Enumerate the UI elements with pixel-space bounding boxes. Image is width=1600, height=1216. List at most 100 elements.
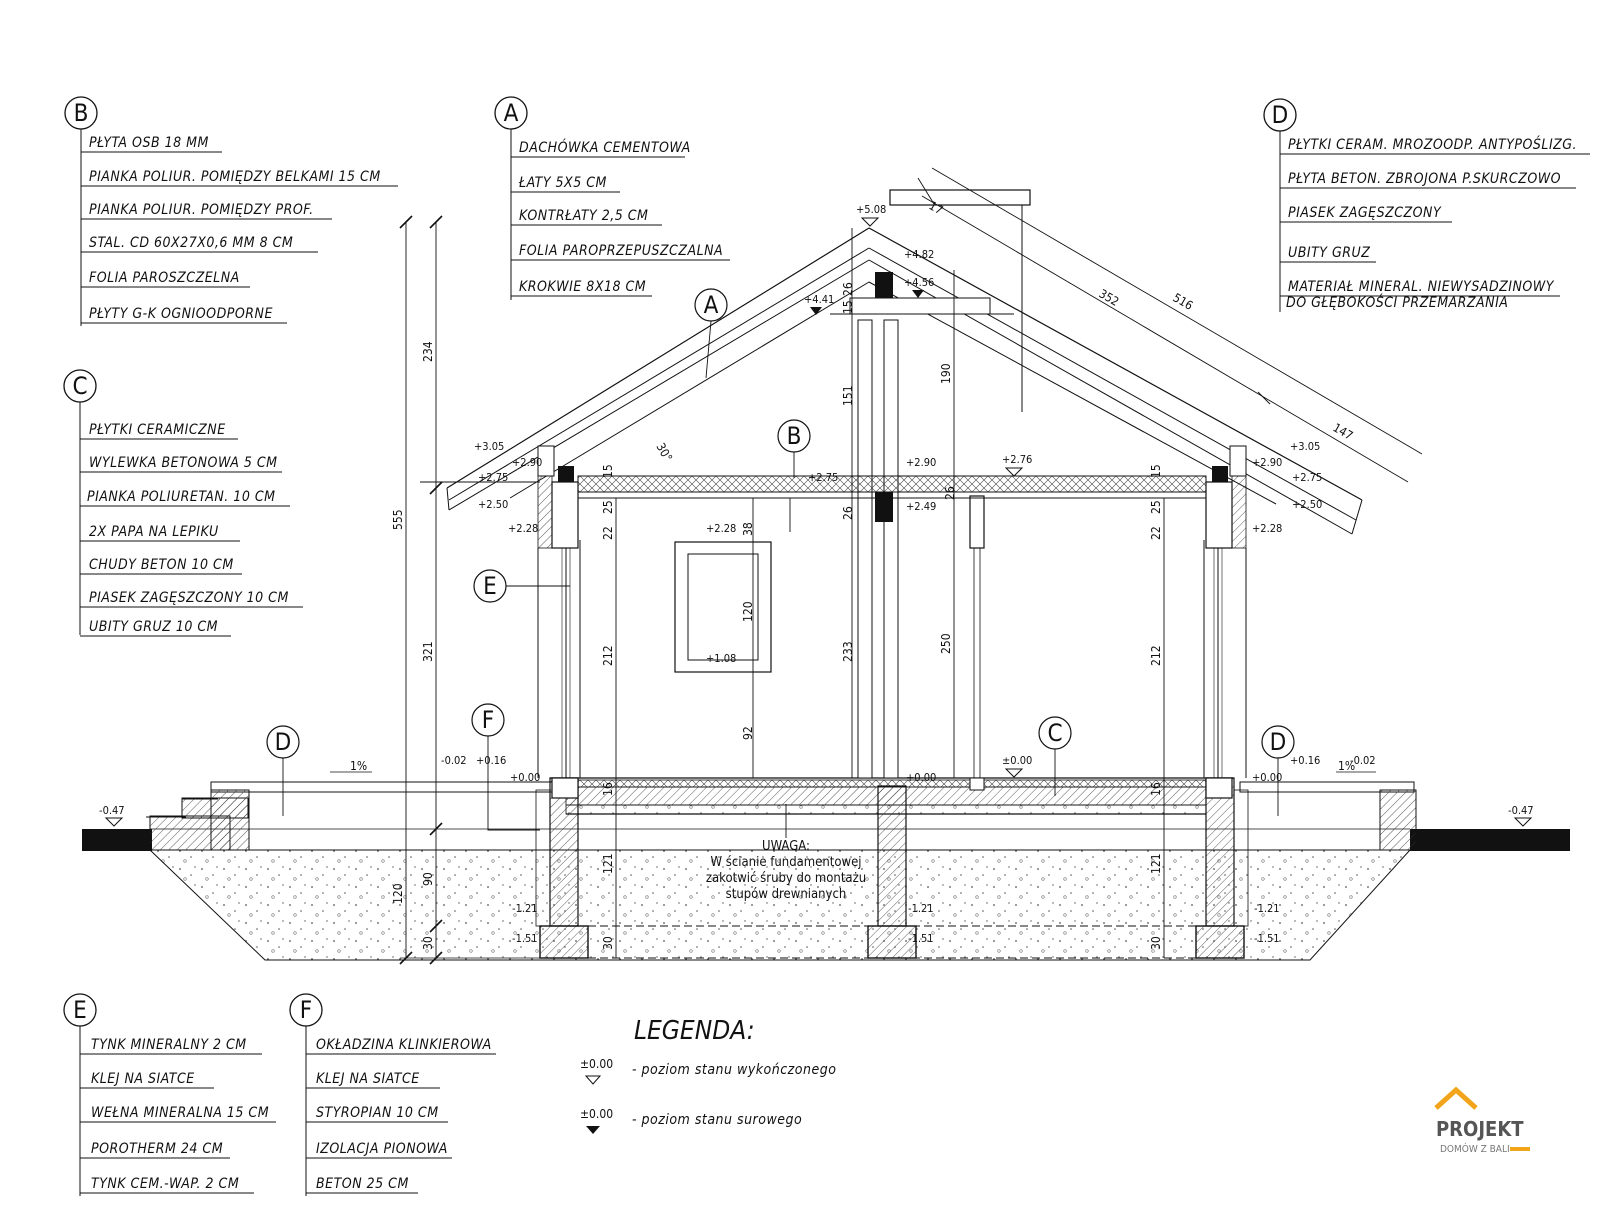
spec-e-layer-4: POROTHERM 24 CM xyxy=(91,1141,223,1157)
legend: LEGENDA: ±0.00 - poziom stanu wykończone… xyxy=(580,1016,836,1134)
dim-212-left: 212 xyxy=(601,645,615,666)
footing-right xyxy=(1195,925,1245,959)
level-290-left: +2.90 xyxy=(512,456,542,469)
dimension-lines xyxy=(399,167,1423,965)
legend-symbol-2: ±0.00 xyxy=(580,1107,613,1121)
dim-151: 151 xyxy=(841,385,855,406)
slope-right: 1% xyxy=(1338,759,1355,773)
spec-a-layer-5: KROKWIE 8X18 CM xyxy=(519,279,646,295)
dim-16-right: 16 xyxy=(1149,782,1163,796)
spec-b-layer-4: STAL. CD 60X27X0,6 MM 8 CM xyxy=(89,235,293,251)
level-m151-center: -1.51 xyxy=(908,932,934,945)
dim-250: 250 xyxy=(939,633,953,654)
level-ridge: +5.08 xyxy=(856,203,886,216)
footing-left xyxy=(539,925,589,959)
callout-c: C xyxy=(1047,719,1062,747)
ground-band-right xyxy=(1410,829,1570,851)
callout-d-right: D xyxy=(1270,728,1287,756)
legend-label-1: - poziom stanu wykończonego xyxy=(632,1062,836,1078)
foundation-wall-middle xyxy=(877,785,907,927)
dim-38: 38 xyxy=(741,522,755,536)
note-line-2: zakotwić śruby do montażu xyxy=(706,871,866,886)
dim-25-left: 25 xyxy=(601,500,615,514)
dim-321: 321 xyxy=(421,641,435,662)
callout-e: E xyxy=(483,572,497,600)
spec-e-layer-2: KLEJ NA SIATCE xyxy=(91,1071,195,1087)
spec-a-layer-1: DACHÓWKA CEMENTOWA xyxy=(519,138,691,156)
spec-e-layer-3: WEŁNA MINERALNA 15 CM xyxy=(91,1105,269,1121)
spec-d-layer-4: UBITY GRUZ xyxy=(1288,245,1370,261)
dim-352: 352 xyxy=(1097,286,1122,308)
level-456: +4.56 xyxy=(904,276,934,289)
level-m121-center: -1.21 xyxy=(908,902,934,915)
dim-30-left: 30 xyxy=(421,936,435,950)
level-p000-center: +0.00 xyxy=(906,771,936,784)
dim-30-foot-left: 30 xyxy=(601,936,615,950)
dim-26-mid: 26 xyxy=(841,506,855,520)
ceiling-insulation xyxy=(577,475,1207,493)
level-441: +4.41 xyxy=(804,293,834,306)
legend-label-2: - poziom stanu surowego xyxy=(632,1112,802,1128)
spec-c-layer-6: PIASEK ZAGĘSZCZONY 10 CM xyxy=(89,590,289,606)
spec-f-layer-5: BETON 25 CM xyxy=(316,1176,409,1192)
dim-26-top: 26 xyxy=(841,282,855,296)
level-m121-left: -1.21 xyxy=(512,902,538,915)
dim-120-window: 120 xyxy=(741,601,755,622)
level-250-left: +2.50 xyxy=(478,498,508,511)
level-016-right: +0.16 xyxy=(1290,754,1320,767)
legend-symbol-1: ±0.00 xyxy=(580,1057,613,1071)
spec-d-layer-5: MATERIAŁ MINERAL. NIEWYSADZINOWY xyxy=(1288,279,1555,295)
dim-26-right: 26 xyxy=(943,486,957,500)
level-249: +2.49 xyxy=(906,500,936,513)
level-markers: +5.08 +4.82 +4.56 +4.41 +3.05 +3.05 +2.9… xyxy=(99,203,1534,945)
level-p000-left: +0.00 xyxy=(510,771,540,784)
dim-30-foot-right: 30 xyxy=(1149,936,1163,950)
spec-d-layer-3: PIASEK ZAGĘSZCZONY xyxy=(1288,205,1442,221)
house-roof-icon xyxy=(1434,1086,1478,1110)
spec-b-layer-2: PIANKA POLIUR. POMIĘDZY BELKAMI 15 CM xyxy=(89,169,381,185)
level-m047-right: -0.47 xyxy=(1508,804,1534,817)
dim-15-left: 15 xyxy=(601,464,615,478)
spec-f-layer-4: IZOLACJA PIONOWA xyxy=(316,1141,448,1157)
spec-e-letter: E xyxy=(73,996,87,1024)
level-m151-right: -1.51 xyxy=(1254,932,1280,945)
spec-c-letter: C xyxy=(72,372,87,400)
level-305-left: +3.05 xyxy=(474,440,504,453)
level-m151-left: -1.51 xyxy=(512,932,538,945)
dim-212-right: 212 xyxy=(1149,645,1163,666)
spec-b-layer-3: PIANKA POLIUR. POMIĘDZY PROF. xyxy=(89,202,314,218)
level-290-right: +2.90 xyxy=(1252,456,1282,469)
level-305-right: +3.05 xyxy=(1290,440,1320,453)
roof-angle: 30° xyxy=(653,441,675,465)
spec-block-e: E TYNK MINERALNY 2 CM KLEJ NA SIATCE WEŁ… xyxy=(63,993,276,1196)
window-frame xyxy=(674,541,772,673)
dim-92: 92 xyxy=(741,726,755,740)
dim-120: 120 xyxy=(391,883,405,904)
level-250-right: +2.50 xyxy=(1292,498,1322,511)
level-228-left: +2.28 xyxy=(508,522,538,535)
spec-b-layer-1: PŁYTA OSB 18 MM xyxy=(89,135,209,151)
dim-90: 90 xyxy=(421,872,435,886)
spec-d-layer-1: PŁYTKI CERAM. MROZOODP. ANTYPOŚLIZG. xyxy=(1288,135,1577,153)
spec-b-layer-6: PŁYTY G-K OGNIOODPORNE xyxy=(89,306,273,322)
spec-c-layer-1: PŁYTKI CERAMICZNE xyxy=(89,422,226,438)
slope-left: 1% xyxy=(350,759,367,773)
dim-25-right: 25 xyxy=(1149,500,1163,514)
dim-234: 234 xyxy=(421,341,435,362)
level-m047-left: -0.47 xyxy=(99,804,125,817)
spec-e-layer-1: TYNK MINERALNY 2 CM xyxy=(91,1037,247,1053)
spec-block-c: C PŁYTKI CERAMICZNE WYLEWKA BETONOWA 5 C… xyxy=(63,369,303,637)
walls xyxy=(537,272,1247,799)
level-275-left: +2.75 xyxy=(478,471,508,484)
note-line-3: stupów drewnianych xyxy=(726,887,847,902)
level-482: +4.82 xyxy=(904,248,934,261)
level-108-window: +1.08 xyxy=(706,652,736,665)
level-m002-right: -0.02 xyxy=(1350,754,1376,767)
dim-22-right: 22 xyxy=(1149,526,1163,540)
callouts: A B E F D D C xyxy=(266,288,1295,831)
level-228-right: +2.28 xyxy=(1252,522,1282,535)
ground-band-left xyxy=(82,829,152,851)
spec-a-layer-2: ŁATY 5X5 CM xyxy=(518,175,607,191)
